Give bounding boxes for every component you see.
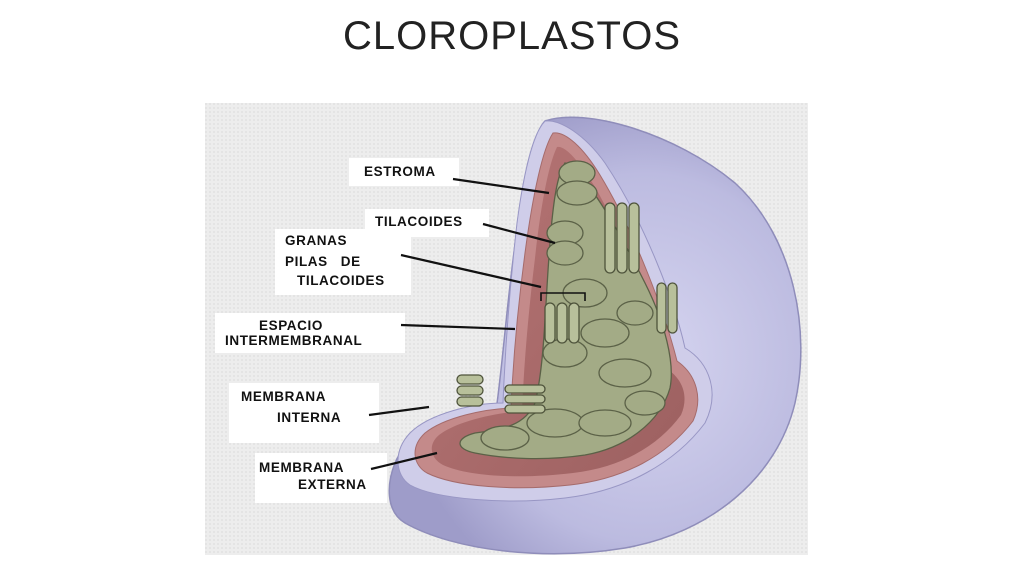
chloroplast-illustration: [205, 103, 808, 555]
label-membrana-interna-1: MEMBRANA: [241, 389, 327, 404]
label-panel: [349, 158, 459, 186]
label-espacio: ESPACIO: [259, 318, 323, 333]
chloroplast-figure: ESTROMA TILACOIDES GRANAS PILAS DE TILAC…: [205, 103, 808, 555]
leader-lines: [368, 177, 556, 471]
label-tilacoides: TILACOIDES: [375, 214, 463, 229]
label-pilas-de: PILAS DE: [285, 254, 361, 269]
grana-bracket: [540, 292, 586, 301]
label-panel: [229, 383, 379, 443]
label-panel: [215, 313, 405, 353]
label-membrana-externa-1: MEMBRANA: [259, 460, 345, 475]
label-intermembranal: INTERMEMBRANAL: [225, 333, 363, 348]
grana-stack: [456, 202, 678, 414]
label-panel: [255, 453, 387, 503]
label-membrana-interna-2: INTERNA: [277, 410, 342, 425]
label-granas: GRANAS: [285, 233, 348, 248]
label-panel: [275, 229, 411, 295]
slide-title: CLOROPLASTOS: [342, 14, 682, 58]
label-estroma: ESTROMA: [364, 164, 436, 179]
label-membrana-externa-2: EXTERNA: [298, 477, 367, 492]
label-pilas-tilacoides: TILACOIDES: [297, 273, 385, 288]
